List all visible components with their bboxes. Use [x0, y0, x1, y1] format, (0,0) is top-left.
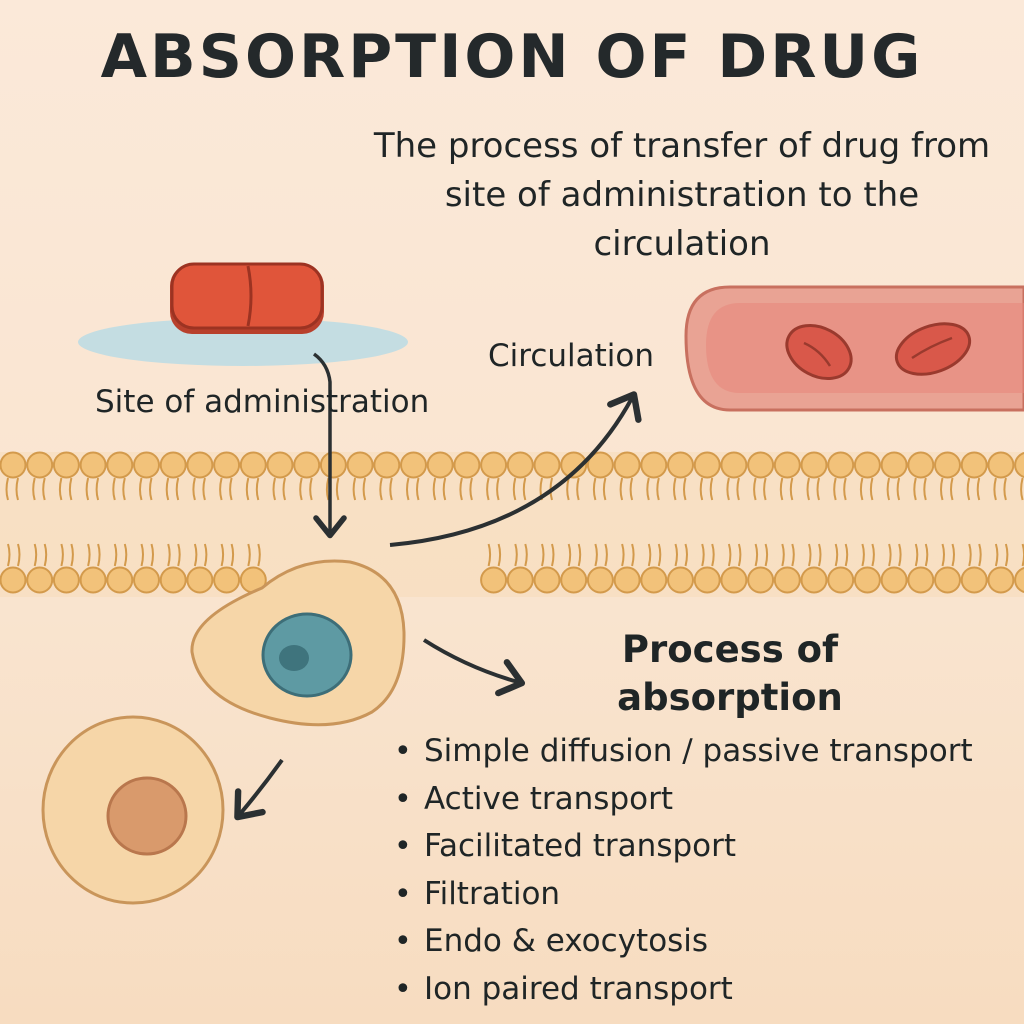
process-heading: Process of absorption: [617, 628, 843, 719]
arrow-icon: [312, 352, 347, 539]
list-item: Ion paired transport: [394, 966, 1024, 1014]
list-item: Simple diffusion / passive transport: [394, 728, 1024, 776]
list-item: Active transport: [394, 776, 1024, 824]
site-of-administration-label: Site of administration: [95, 384, 430, 420]
list-item: Facilitated transport: [394, 823, 1024, 871]
pill-icon: [170, 262, 324, 334]
definition-text: The process of transfer of drug from sit…: [373, 126, 991, 264]
blood-vessel-icon: [684, 285, 1024, 412]
list-item: Endo & exocytosis: [394, 918, 1024, 966]
cell-icon: [190, 559, 406, 727]
arrow-icon: [389, 391, 642, 547]
arrow-icon: [234, 758, 284, 821]
administration-site-puddle: [78, 318, 408, 366]
nucleus-icon: [106, 776, 188, 856]
cell-icon: [41, 715, 225, 905]
red-blood-cell-icon: [785, 323, 853, 381]
page-title: ABSORPTION OF DRUG: [100, 22, 924, 92]
list-item: Filtration: [394, 871, 1024, 919]
cell-membrane: [0, 451, 1024, 594]
red-blood-cell-icon: [894, 322, 972, 376]
arrow-icon: [422, 638, 526, 697]
process-list: Simple diffusion / passive transport Act…: [394, 728, 1024, 1013]
circulation-label: Circulation: [488, 338, 655, 374]
